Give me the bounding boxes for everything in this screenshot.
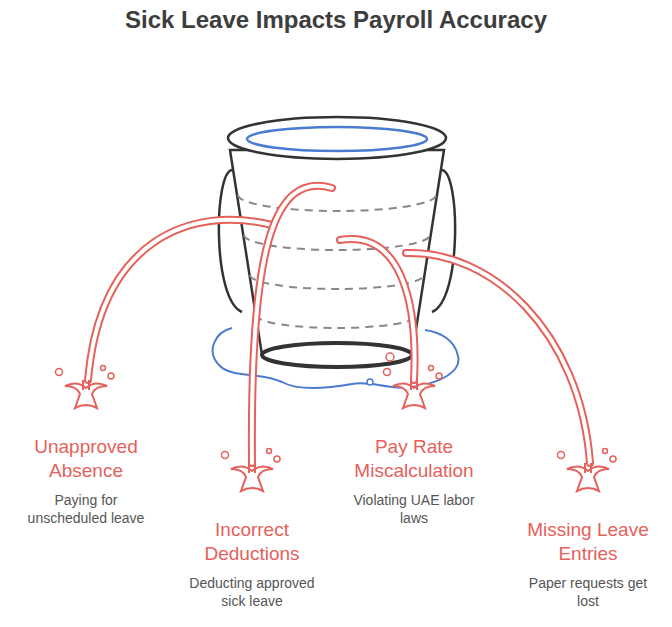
item-description: Deducting approved sick leave [185,574,320,610]
splash-drop [274,456,280,462]
item-heading: Unapproved Absence [6,435,166,483]
splash-icon [167,443,337,503]
water-surface [247,127,427,151]
leak-stream [88,220,272,380]
leak-stream [252,186,332,463]
splash-drop [384,369,391,376]
leak-stream [406,253,590,463]
item-description: Paying for unscheduled leave [19,491,154,527]
splash-drop [222,452,229,459]
splash-icon [503,443,672,503]
splash-shape [567,466,609,491]
splash-drop [610,456,616,462]
item-description: Paper requests get lost [521,574,656,610]
water-drop [386,353,394,361]
item-heading: Incorrect Deductions [172,518,332,566]
leak-item: Unapproved AbsencePaying for unscheduled… [1,360,171,527]
leak-stream [340,239,415,380]
bucket-rim [228,117,446,159]
splash-icon [329,360,499,420]
leak-stream [340,239,415,380]
splash-stem [83,380,89,390]
splash-stem [585,463,591,473]
splash-drop [101,366,106,371]
leak-item: Pay Rate MiscalculationViolating UAE lab… [329,360,499,527]
splash-drop [603,449,608,454]
bucket-bottom [262,343,412,367]
splash-shape [231,466,273,491]
splash-shape [393,383,435,408]
water-level [256,315,418,328]
water-level [238,195,436,211]
splash-shape [65,383,107,408]
leak-stream [88,220,272,380]
leak-item: Missing Leave EntriesPaper requests get … [503,443,672,610]
item-description: Violating UAE labor laws [347,491,482,527]
splash-drop [429,366,434,371]
splash-drop [558,452,565,459]
leak-stream [406,253,590,463]
leak-stream [252,186,332,463]
splash-drop [267,449,272,454]
splash-icon [1,360,171,420]
diagram-title: Sick Leave Impacts Payroll Accuracy [0,6,672,34]
splash-drop [108,373,114,379]
item-heading: Missing Leave Entries [508,518,668,566]
leak-item: Incorrect DeductionsDeducting approved s… [167,443,337,610]
splash-drop [56,369,63,376]
splash-drop [436,373,442,379]
item-heading: Pay Rate Miscalculation [334,435,494,483]
splash-stem [249,463,255,473]
splash-stem [411,380,417,390]
water-drop [367,379,373,385]
